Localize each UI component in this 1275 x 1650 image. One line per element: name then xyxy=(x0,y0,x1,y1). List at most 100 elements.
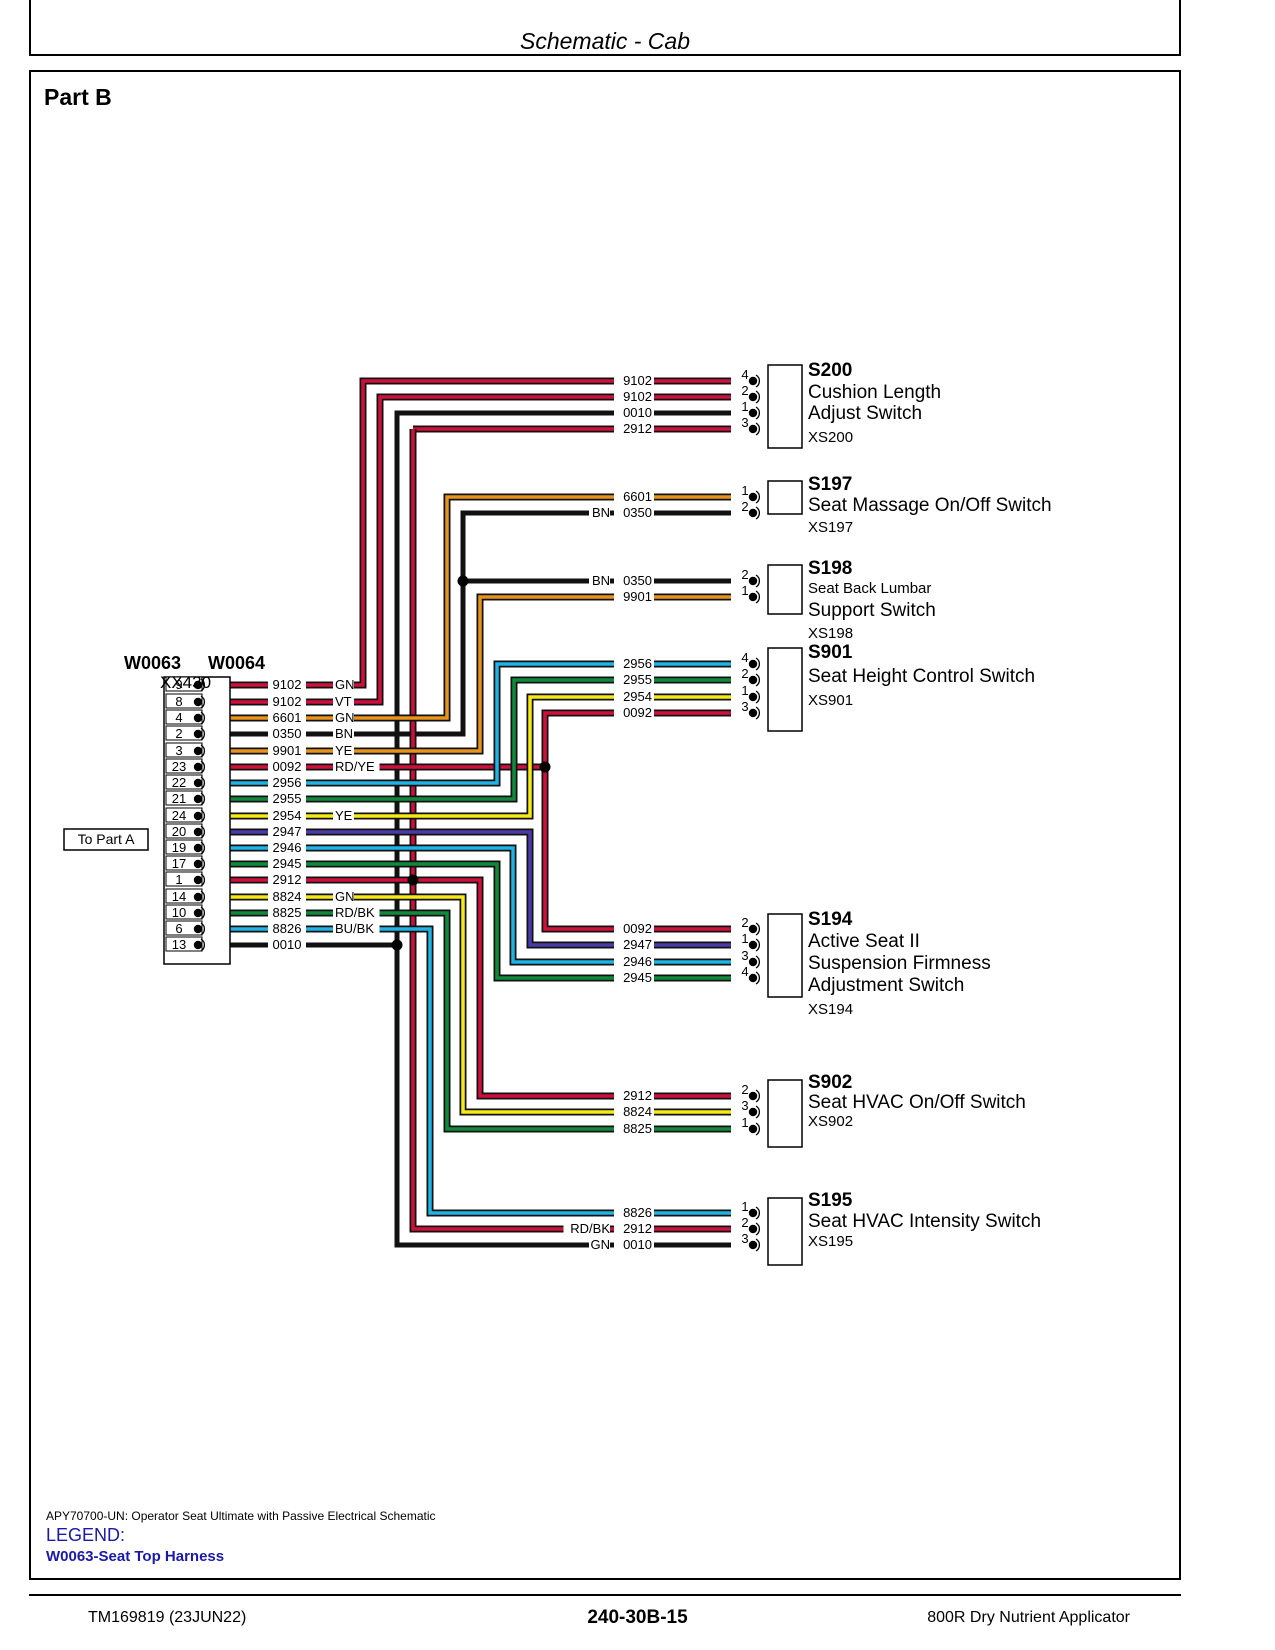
connector-pin-number: 4 xyxy=(175,710,182,725)
switch-connector-id: XS194 xyxy=(808,1001,853,1018)
switch-circuit-label: 2945 xyxy=(623,970,652,985)
terminal-dot xyxy=(748,376,758,386)
switch-s194-body xyxy=(767,913,803,998)
terminal-dot xyxy=(748,940,758,950)
switch-id: S902 xyxy=(808,1072,852,1093)
switch-description: Seat HVAC Intensity Switch xyxy=(808,1211,1041,1232)
label-bg xyxy=(614,405,654,418)
label-bg xyxy=(268,694,306,707)
wire-circuit-label: 2947 xyxy=(273,824,302,839)
part-label: Part B xyxy=(44,84,112,110)
wire-color-tag: BN xyxy=(335,726,353,741)
terminal-dot xyxy=(193,811,203,821)
terminal-dot xyxy=(748,692,758,702)
terminal-arc xyxy=(200,890,205,904)
label-bg xyxy=(268,743,306,756)
terminal-arc xyxy=(200,744,205,758)
label-bg xyxy=(614,689,654,702)
label-bg xyxy=(333,921,380,934)
wire-color-tag: GN xyxy=(335,710,355,725)
switch-description: Seat Height Control Switch xyxy=(808,666,1035,687)
splice-2912 xyxy=(407,874,419,886)
wire-circuit-label: 8825 xyxy=(273,905,302,920)
label-bg xyxy=(268,905,306,918)
switch-circuit-label: 2946 xyxy=(623,954,652,969)
switch-pin-number: 2 xyxy=(741,1215,748,1230)
switch-connector-id: XS195 xyxy=(808,1233,853,1250)
wire-color-tag: RD/YE xyxy=(335,759,375,774)
switch-s902-body xyxy=(767,1079,803,1148)
terminal-arc xyxy=(200,841,205,855)
label-bg xyxy=(268,710,306,723)
splice-0092 xyxy=(539,761,551,773)
wire-circuit-label: 0010 xyxy=(273,937,302,952)
connector-pin-number: 23 xyxy=(172,759,186,774)
terminal-arc xyxy=(200,792,205,806)
label-bg xyxy=(268,677,306,690)
switch-pin-number: 1 xyxy=(741,1115,748,1130)
terminal-dot xyxy=(748,1124,758,1134)
terminal-arc xyxy=(755,1089,760,1103)
switch-circuit-label: 2912 xyxy=(623,421,652,436)
label-bg xyxy=(268,726,306,739)
connector-pin-number: 21 xyxy=(172,791,186,806)
label-bg xyxy=(589,505,610,518)
footer-doc-id: TM169819 (23JUN22) xyxy=(88,1609,247,1626)
label-bg xyxy=(614,970,654,983)
wire-circuit-label: 9901 xyxy=(273,743,302,758)
switch-id: S901 xyxy=(808,642,853,663)
wire-color-tag: RD/BK xyxy=(335,905,375,920)
wire-circuit-label: 0092 xyxy=(273,759,302,774)
terminal-arc xyxy=(755,938,760,952)
terminal-arc xyxy=(755,406,760,420)
label-bg xyxy=(589,573,610,586)
switch-pin-number: 1 xyxy=(741,399,748,414)
wire-circuit-label: 2946 xyxy=(273,840,302,855)
label-bg xyxy=(333,694,354,707)
terminal-arc xyxy=(200,776,205,790)
terminal-dot xyxy=(748,592,758,602)
switch-description: Seat HVAC On/Off Switch xyxy=(808,1092,1026,1113)
footer-page-number: 240-30B-15 xyxy=(587,1607,688,1628)
switch-circuit-label: 0010 xyxy=(623,1237,652,1252)
wire-color-tag: YE xyxy=(335,743,353,758)
terminal-arc xyxy=(200,857,205,871)
terminal-dot xyxy=(748,1240,758,1250)
switch-circuit-label: 0350 xyxy=(623,505,652,520)
label-bg xyxy=(614,1205,654,1218)
wire-circuit-label: 2955 xyxy=(273,791,302,806)
switch-connector-id: XS902 xyxy=(808,1113,853,1130)
switch-wire-tag: RD/BK xyxy=(570,1221,610,1236)
legend-item: W0063-Seat Top Harness xyxy=(46,1548,225,1565)
terminal-arc xyxy=(200,825,205,839)
switch-s197-body xyxy=(767,480,803,515)
connector-pin-number: 24 xyxy=(172,808,186,823)
label-bg xyxy=(614,1104,654,1117)
to-part-a-label: To Part A xyxy=(78,831,135,847)
switch-pin-number: 3 xyxy=(741,699,748,714)
switch-pin-number: 1 xyxy=(741,931,748,946)
connector-xx430-label: XX430 xyxy=(160,673,211,692)
label-bg xyxy=(268,889,306,902)
connector-pin-number: 3 xyxy=(175,743,182,758)
terminal-dot xyxy=(193,746,203,756)
wire-8824 xyxy=(198,893,731,1116)
switch-circuit-label: 2912 xyxy=(623,1088,652,1103)
switch-circuit-label: 8824 xyxy=(623,1104,652,1119)
terminal-arc xyxy=(200,938,205,952)
label-bg xyxy=(614,489,654,502)
switch-pin-number: 1 xyxy=(741,683,748,698)
connector-pin-number: 20 xyxy=(172,824,186,839)
switch-pin-number: 2 xyxy=(741,567,748,582)
label-bg xyxy=(333,726,354,739)
switch-circuit-label: 0010 xyxy=(623,405,652,420)
switch-circuit-label: 8825 xyxy=(623,1121,652,1136)
switch-circuit-label: 9901 xyxy=(623,589,652,604)
switch-description: Seat Back Lumbar xyxy=(808,580,931,597)
label-bg xyxy=(333,710,354,723)
terminal-arc xyxy=(200,809,205,823)
label-bg xyxy=(589,1237,610,1250)
terminal-arc xyxy=(755,374,760,388)
terminal-dot xyxy=(193,680,203,690)
switch-circuit-label: 6601 xyxy=(623,489,652,504)
